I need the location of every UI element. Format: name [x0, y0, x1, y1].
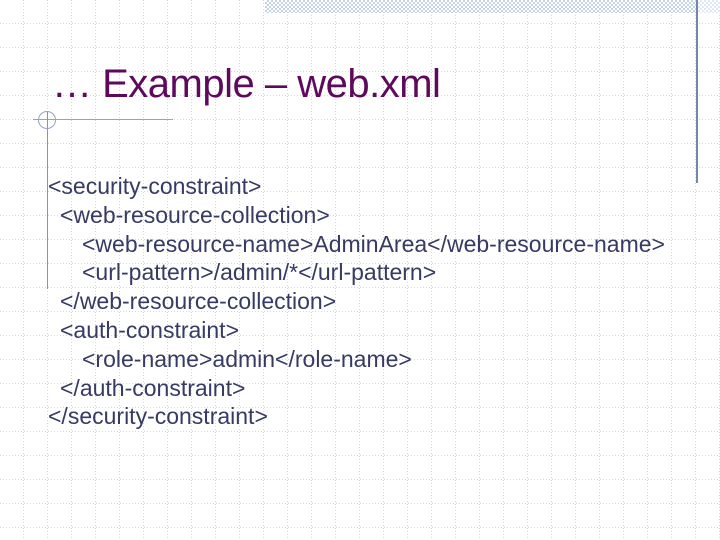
code-line: <web-resource-name>AdminArea</web-resour… — [82, 230, 665, 257]
code-line: </security-constraint> — [48, 403, 268, 430]
code-line: </auth-constraint> — [60, 374, 246, 401]
code-line: <url-pattern>/admin/*</url-pattern> — [82, 259, 437, 286]
code-line: <role-name>admin</role-name> — [82, 345, 412, 372]
right-accent-line — [696, 0, 698, 183]
title-underline-decoration — [33, 119, 173, 120]
top-band-decoration — [265, 0, 720, 13]
slide-title: … Example – web.xml — [52, 62, 441, 106]
left-decor-line — [47, 112, 48, 289]
code-line: <auth-constraint> — [60, 316, 240, 343]
top-band-main-segment — [265, 0, 698, 13]
top-band-light-segment — [698, 0, 720, 13]
code-line: </web-resource-collection> — [60, 288, 337, 315]
code-line: <security-constraint> — [48, 173, 262, 199]
code-block: <security-constraint><web-resource-colle… — [48, 172, 665, 431]
code-line: <web-resource-collection> — [60, 201, 330, 228]
decor-circle — [38, 111, 56, 129]
